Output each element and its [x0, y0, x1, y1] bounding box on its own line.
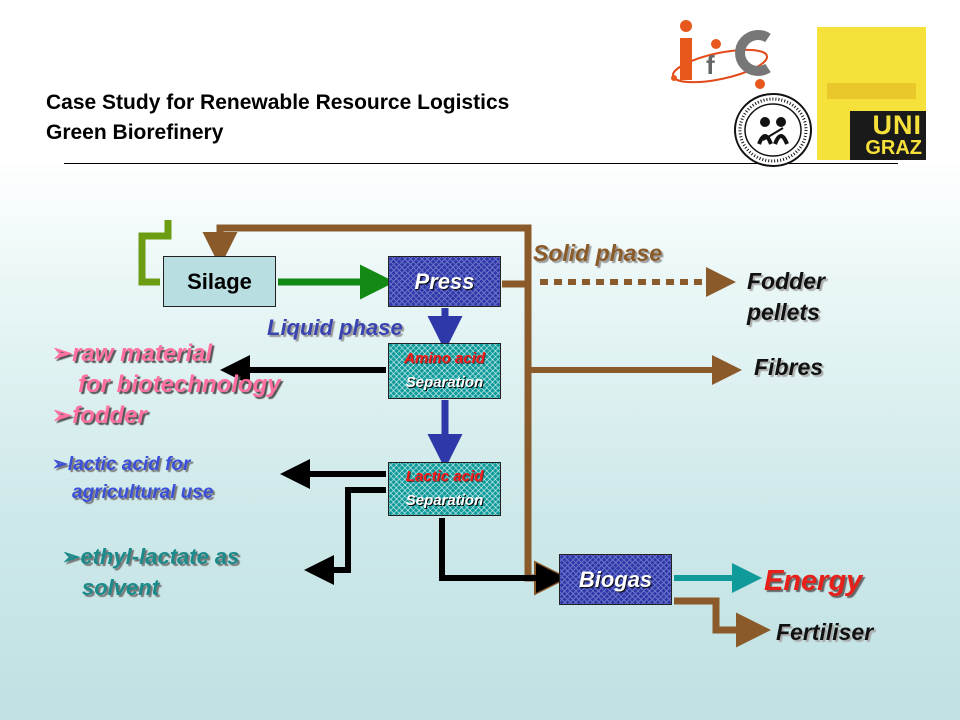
ethyl-lactate-connector — [304, 487, 386, 585]
raw-material-line2: for biotechnology — [78, 371, 281, 398]
pointer-bullet-icon: ➢ — [52, 454, 68, 475]
title-line-1: Case Study for Renewable Resource Logist… — [46, 91, 510, 114]
ifc-logo: f — [668, 16, 778, 96]
raw-material-line1: raw material — [72, 340, 213, 367]
title-line-2: Green Biorefinery — [46, 121, 224, 144]
biogas-label: Biogas — [578, 566, 653, 592]
fertiliser-label: Fertiliser — [776, 619, 874, 645]
lactic-label-line2: Separation — [405, 492, 484, 509]
biogas-box: Biogas — [559, 554, 672, 605]
recycle-loop-connector — [202, 224, 532, 288]
fertiliser-connector — [674, 597, 771, 648]
institute-seal-logo — [731, 92, 815, 168]
title-divider — [64, 163, 898, 164]
pointer-bullet-icon: ➢ — [52, 402, 73, 429]
uni-graz-logo-uni: UNI — [872, 110, 922, 140]
fodder-pellets-line1: Fodder — [747, 268, 825, 294]
press-label: Press — [414, 268, 475, 294]
page-title: Case Study for Renewable Resource Logist… — [46, 88, 509, 148]
fibres-label: Fibres — [754, 354, 824, 380]
lactic-biogas-connector — [439, 518, 566, 593]
pointer-bullet-icon: ➢ — [62, 544, 81, 569]
lactic-use-line1: lactic acid for — [67, 454, 191, 475]
solid-to-biogas-connector — [524, 284, 569, 596]
silage-label: Silage — [187, 268, 252, 294]
liquid-phase-label: Liquid phase — [267, 315, 403, 340]
ifc-logo-f: f — [706, 50, 715, 80]
lactic-acid-use-output: ➢lactic acid for agricultural use — [52, 451, 214, 507]
lactic-use-line2: agricultural use — [72, 482, 214, 503]
amino-label-line2: Separation — [405, 374, 484, 391]
pointer-bullet-icon: ➢ — [52, 340, 73, 367]
fodder-output: fodder — [72, 402, 147, 429]
ethyl-lactate-output: ➢ethyl-lactate as solvent — [62, 541, 239, 603]
energy-label: Energy — [764, 565, 863, 597]
lactic-acid-separation-box: Lactic acid Separation — [388, 462, 501, 516]
silage-box: Silage — [163, 256, 276, 307]
fodder-pellets-label: Fodder pellets — [747, 266, 825, 328]
amino-label-line1: Amino acid — [404, 350, 485, 367]
lactic-label-line1: Lactic acid — [405, 468, 484, 485]
silage-input-connector — [138, 220, 172, 286]
ethyl-line1: ethyl-lactate as — [80, 544, 240, 569]
raw-material-output: ➢raw material for biotechnology ➢fodder — [52, 338, 281, 431]
fodder-pellets-line2: pellets — [747, 299, 820, 325]
press-box: Press — [388, 256, 501, 307]
uni-graz-logo-graz: GRAZ — [865, 137, 922, 159]
solid-phase-label: Solid phase — [533, 240, 663, 266]
uni-graz-logo: UNI GRAZ — [817, 27, 926, 160]
amino-acid-separation-box: Amino acid Separation — [388, 343, 501, 399]
ethyl-line2: solvent — [82, 575, 160, 600]
